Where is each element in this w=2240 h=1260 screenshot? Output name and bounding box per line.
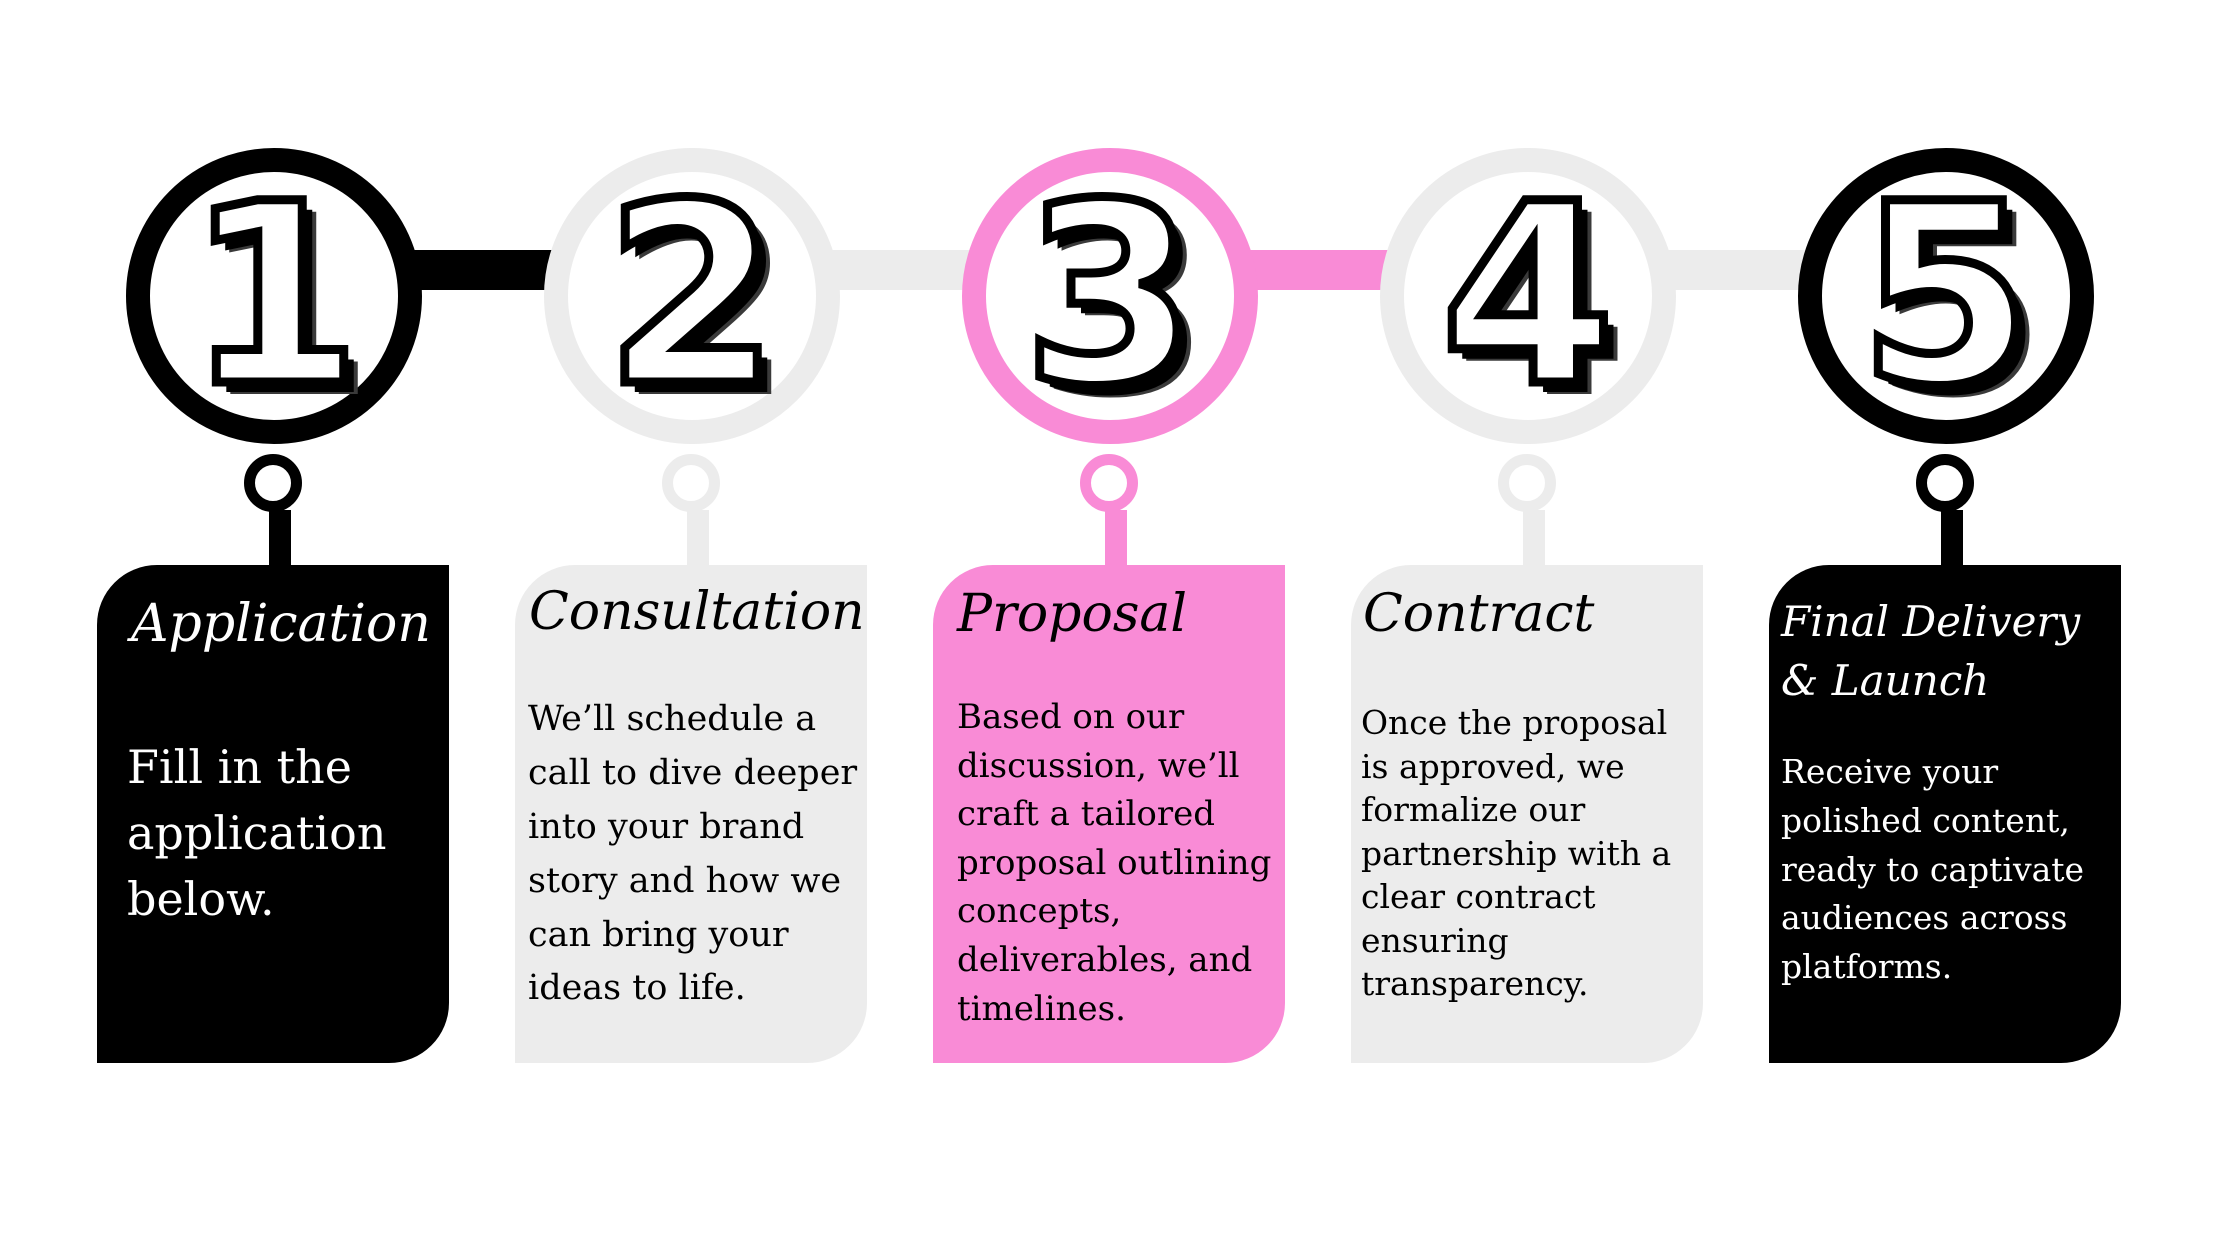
step-5-pin-stem: [1941, 510, 1963, 566]
step-5-pin: [1916, 454, 1974, 512]
step-1-card: Application Fill in the application belo…: [97, 565, 449, 1063]
step-2-description: We’ll schedule a call to dive deeper int…: [528, 699, 858, 1009]
step-2-pin-stem: [687, 510, 709, 566]
step-2-number: 2: [601, 150, 784, 441]
step-3-card: Proposal Based on our discussion, we’ll …: [933, 565, 1285, 1063]
step-3-number-ring: 3: [962, 148, 1258, 444]
step-5-card: Final Delivery & Launch Receive your pol…: [1769, 565, 2121, 1063]
step-5-title: Final Delivery & Launch: [1781, 597, 2081, 705]
step-1-number: 1: [183, 150, 366, 441]
step-1-description: Fill in the application below.: [127, 740, 387, 926]
step-4-card: Contract Once the proposal is approved, …: [1351, 565, 1703, 1063]
step-3-pin-stem: [1105, 510, 1127, 566]
step-3-number: 3: [1019, 150, 1202, 441]
step-4-title: Contract: [1363, 584, 1595, 644]
step-3-pin: [1080, 454, 1138, 512]
step-3-title: Proposal: [957, 584, 1188, 644]
step-1-pin: [244, 454, 302, 512]
step-2-title: Consultation: [529, 582, 865, 642]
step-2-card: Consultation We’ll schedule a call to di…: [515, 565, 867, 1063]
step-2-number-ring: 2: [544, 148, 840, 444]
step-1-number-ring: 1: [126, 148, 422, 444]
step-1-title: Application: [131, 594, 431, 654]
step-5-number-ring: 5: [1798, 148, 2094, 444]
step-4-number: 4: [1437, 150, 1620, 441]
step-2-pin: [662, 454, 720, 512]
step-4-description: Once the proposal is approved, we formal…: [1361, 703, 1672, 1004]
step-4-number-ring: 4: [1380, 148, 1676, 444]
step-1-pin-stem: [269, 510, 291, 566]
step-3-description: Based on our discussion, we’ll craft a t…: [957, 697, 1272, 1029]
step-5-description: Receive your polished content, ready to …: [1781, 752, 2085, 987]
step-5-number: 5: [1855, 150, 2038, 441]
step-4-pin-stem: [1523, 510, 1545, 566]
step-4-pin: [1498, 454, 1556, 512]
